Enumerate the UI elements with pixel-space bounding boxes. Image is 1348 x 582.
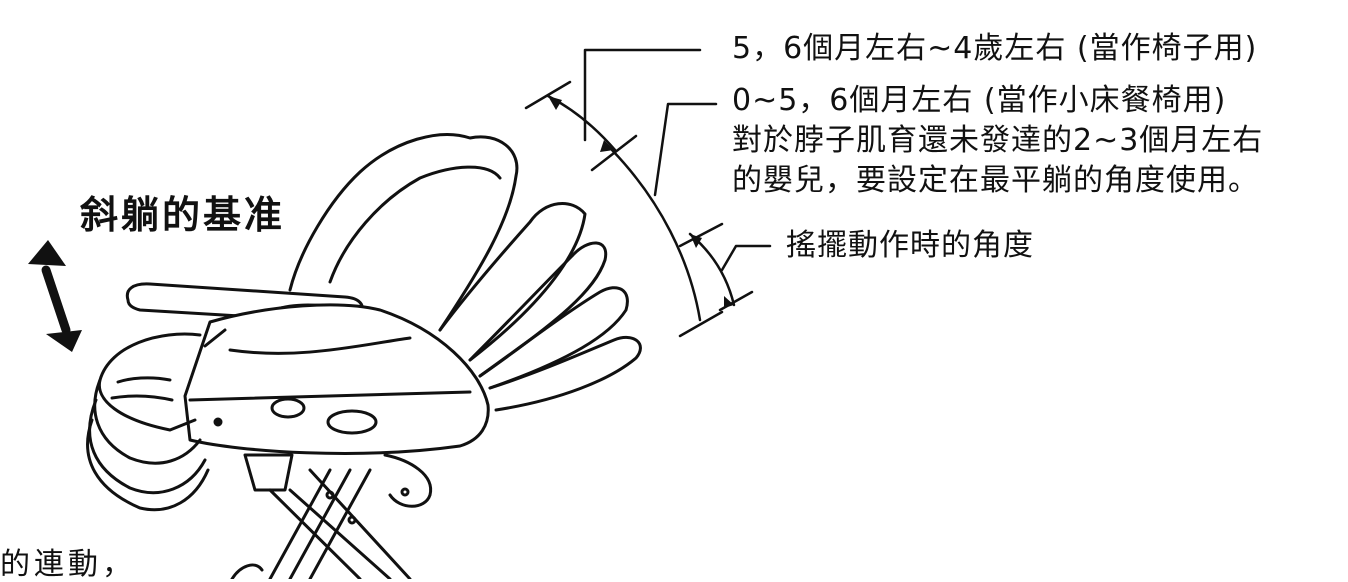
backrest-positions	[288, 133, 642, 412]
backrest-position-2	[438, 202, 587, 362]
double-headed-arrow-icon	[28, 240, 82, 352]
label-infant-note-1: 對於脖子肌育還未發達的2~3個月左右	[732, 123, 1264, 158]
label-infant-note-2: 的嬰兒，要設定在最平躺的角度使用。	[732, 163, 1259, 198]
backrest-upright-inner	[328, 165, 502, 284]
footrest-positions	[86, 332, 210, 512]
recline-heading: 斜躺的基准	[80, 193, 286, 237]
label-chair-mode: 5，6個月左右~4歲左右 (當作椅子用)	[732, 31, 1258, 66]
backrest-position-4	[478, 286, 629, 390]
label-highchair-mode: 0~5，6個月左右 (當作小床餐椅用)	[732, 83, 1227, 118]
backrest-position-3	[468, 241, 608, 378]
leader-chair-mode	[583, 48, 702, 142]
leg-frame	[230, 453, 433, 579]
backrest-upright	[288, 133, 519, 332]
label-rocking-angle: 搖擺動作時的角度	[786, 228, 1034, 263]
angle-indicators	[524, 48, 772, 338]
backrest-flat	[488, 335, 642, 412]
footer-text-fragment: 的連動，	[0, 547, 136, 582]
leader-rocking-angle	[720, 244, 772, 272]
seat-body	[183, 303, 490, 455]
middle-angle-arc	[610, 148, 702, 322]
leader-highchair-mode	[653, 102, 718, 197]
